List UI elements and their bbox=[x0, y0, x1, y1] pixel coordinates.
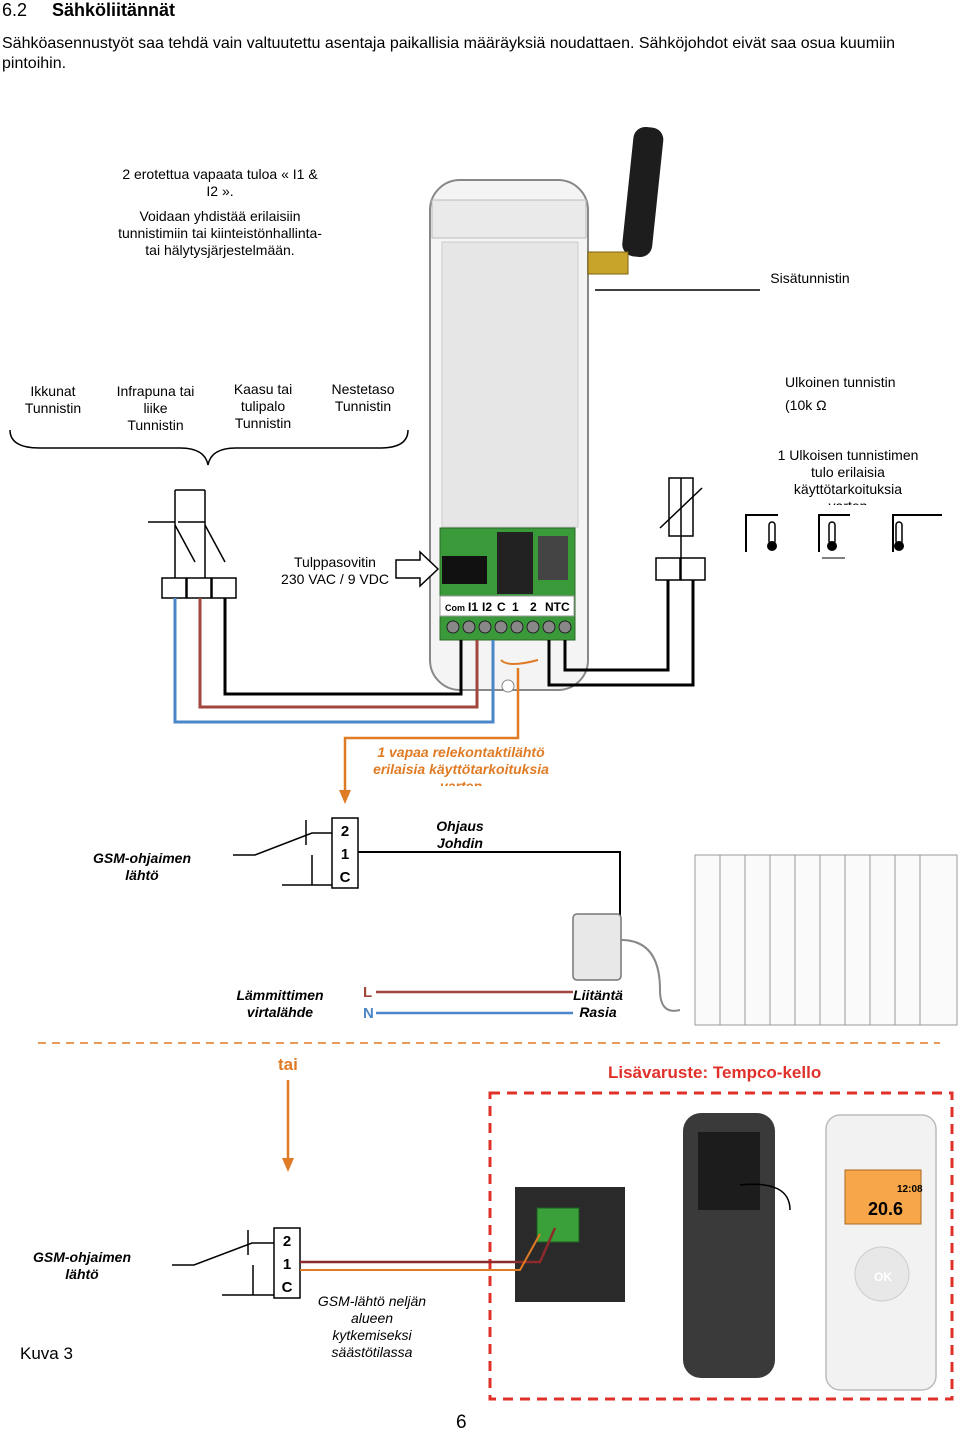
external-sensor-label: Ulkoinen tunnistin (10k Ω bbox=[785, 374, 896, 413]
terminal-1: 1 bbox=[512, 600, 519, 614]
thermostat-ok: OK bbox=[874, 1270, 892, 1284]
terminal-ntc: NTC bbox=[545, 600, 570, 614]
terminal-i1: I1 bbox=[468, 600, 478, 614]
supply-n: N bbox=[363, 1005, 374, 1022]
antenna-icon bbox=[587, 126, 664, 275]
terminal-i2: I2 bbox=[482, 600, 492, 614]
section-title: Sähköliitännät bbox=[52, 0, 176, 20]
inputs-note: 2 erotettua vapaata tuloa « I1 & I2 ». V… bbox=[118, 166, 322, 258]
thermostat-temp: 20.6 bbox=[868, 1199, 903, 1219]
intro-text: Sähköasennustyöt saa tehdä vain valtuute… bbox=[2, 35, 896, 72]
thermostat-front: 12:08 20.6 OK bbox=[825, 1114, 937, 1391]
page-number: 6 bbox=[456, 1412, 467, 1433]
terminal-2: 2 bbox=[530, 600, 537, 614]
thermostat-time: 12:08 bbox=[897, 1184, 923, 1195]
internal-sensor-label: Sisätunnistin bbox=[770, 270, 850, 286]
terminal-com: Com bbox=[445, 603, 465, 613]
or-label: tai bbox=[278, 1055, 298, 1074]
figure-caption: Kuva 3 bbox=[20, 1344, 73, 1363]
gsm-controller: Com I1 I2 C 1 2 NTC bbox=[429, 179, 589, 693]
thermometer-icons bbox=[745, 514, 942, 552]
radiator-icon bbox=[694, 854, 958, 1026]
section-number: 6.2 bbox=[2, 0, 28, 20]
terminal-c: C bbox=[497, 600, 506, 614]
supply-l: L bbox=[363, 984, 373, 1001]
accessory-label: Lisävaruste: Tempco-kello bbox=[608, 1063, 822, 1082]
thermometer-icon bbox=[767, 521, 904, 559]
input-switches bbox=[148, 489, 226, 578]
